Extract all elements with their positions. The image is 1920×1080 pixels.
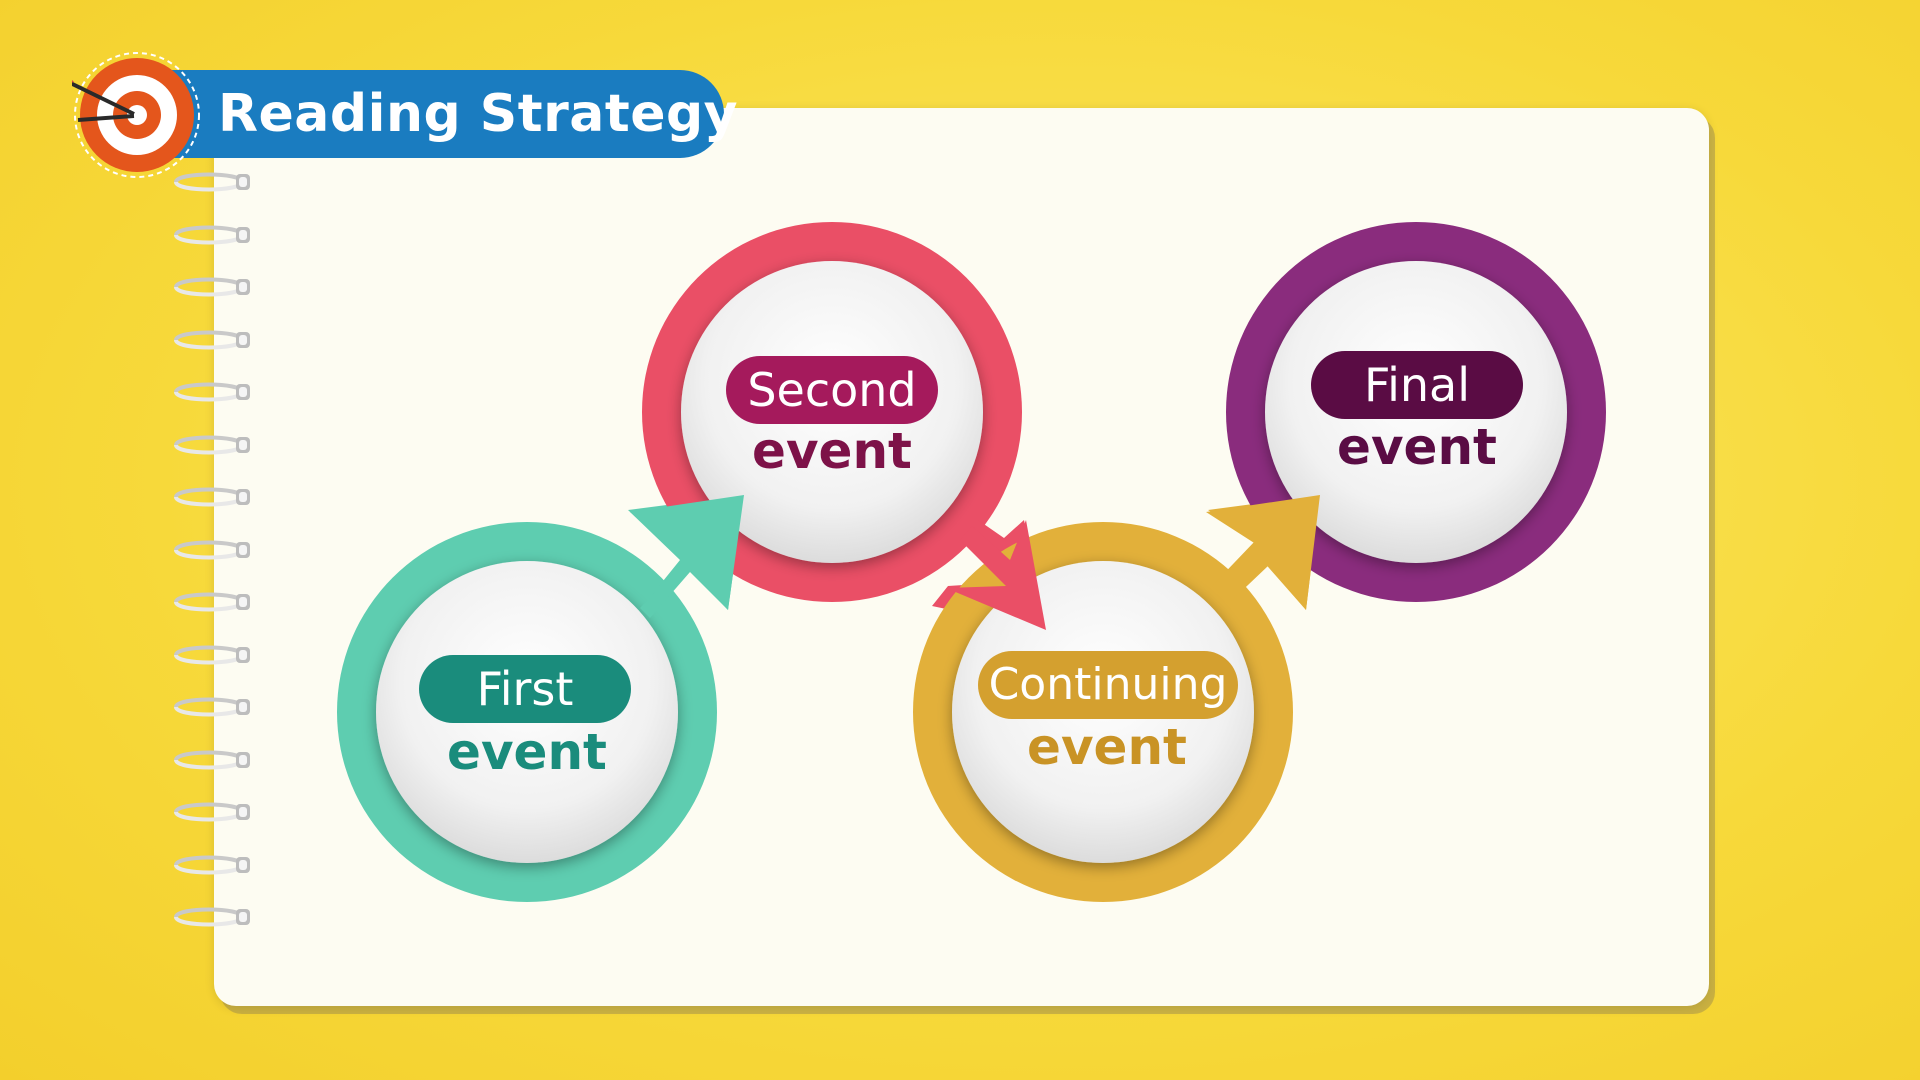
step-label-second: Second	[726, 356, 938, 424]
binding-ring	[174, 225, 250, 244]
binding-ring	[174, 907, 250, 927]
binding-ring	[174, 540, 250, 559]
binding-ring	[174, 487, 250, 507]
binding-ring	[174, 645, 250, 664]
step-sub-continuing: event	[1027, 718, 1187, 776]
binding-ring	[174, 750, 250, 769]
binding-ring	[174, 697, 250, 717]
binding-ring	[174, 382, 250, 402]
binding-ring	[174, 435, 250, 454]
binding-ring	[174, 802, 250, 822]
step-sub-first: event	[447, 723, 607, 781]
step-sub-final: event	[1337, 418, 1497, 476]
binding-ring	[174, 277, 250, 297]
step-label-continuing: Continuing	[978, 651, 1238, 719]
title-badge	[150, 70, 724, 158]
step-label-final: Final	[1311, 351, 1523, 419]
step-label-first: First	[419, 655, 631, 723]
page-title: Reading Strategy	[218, 84, 739, 144]
binding-ring	[174, 172, 250, 192]
binding-ring	[174, 855, 250, 874]
step-sub-second: event	[752, 422, 912, 480]
binding-ring	[174, 592, 250, 612]
target-icon	[72, 52, 200, 178]
binding-ring	[174, 330, 250, 349]
